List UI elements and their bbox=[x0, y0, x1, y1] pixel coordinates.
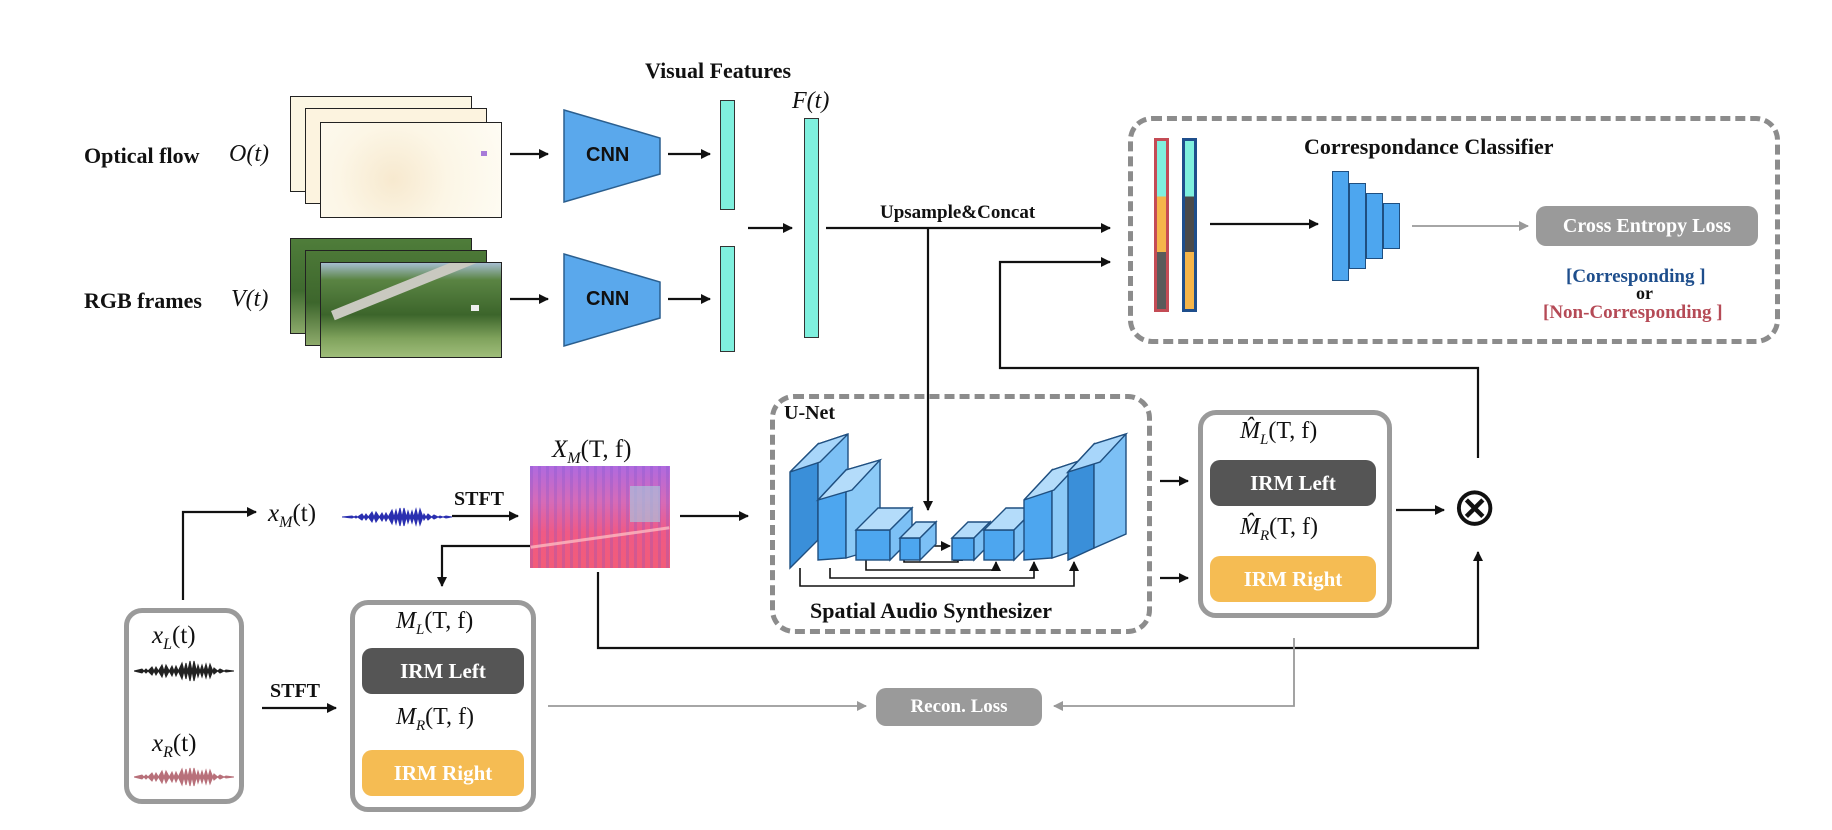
stft-bottom-label: STFT bbox=[270, 680, 321, 702]
non-corresponding-label: [Non-Corresponding ] bbox=[1543, 302, 1723, 323]
mono-spectrogram bbox=[530, 466, 670, 568]
optical-flow-symbol: O(t) bbox=[229, 141, 269, 167]
rgb-frames-label: RGB frames bbox=[84, 288, 202, 313]
cross-entropy-loss-pill: Cross Entropy Loss bbox=[1536, 206, 1758, 246]
binaural-input-box bbox=[124, 608, 244, 804]
arrow-spec-to-multiply bbox=[596, 551, 1483, 650]
unet-skip-1 bbox=[799, 561, 1079, 587]
unet-label: U-Net bbox=[784, 402, 836, 424]
left-waveform bbox=[134, 660, 234, 682]
cnn-flow-label: CNN bbox=[586, 144, 630, 166]
classifier-conv-4 bbox=[1383, 203, 1400, 249]
unet-box bbox=[770, 394, 1152, 634]
pred-right-mask-symbol: M̂R(T, f) bbox=[1240, 514, 1319, 544]
classifier-conv-1 bbox=[1332, 171, 1349, 281]
unet-decoder-4 bbox=[1065, 432, 1129, 562]
cnn-flow-block bbox=[563, 109, 661, 203]
right-waveform bbox=[134, 767, 234, 787]
cnn-rgb-label: CNN bbox=[586, 288, 630, 310]
unet-encoder-4 bbox=[898, 520, 938, 562]
classifier-conv-3 bbox=[1366, 193, 1383, 259]
rgb-frame-front bbox=[320, 262, 502, 358]
fused-feature-symbol: F(t) bbox=[792, 88, 830, 114]
corresponding-label: [Corresponding ] bbox=[1566, 266, 1706, 287]
right-signal-symbol: xR(t) bbox=[152, 730, 197, 761]
gt-irm-left-pill: IRM Left bbox=[362, 648, 524, 694]
classifier-title: Correspondance Classifier bbox=[1304, 134, 1554, 159]
pred-left-mask-symbol: M̂L(T, f) bbox=[1240, 418, 1318, 448]
arrow-spec-to-gt bbox=[437, 544, 530, 587]
or-label: or bbox=[1636, 283, 1653, 303]
cnn-rgb-block bbox=[563, 253, 661, 347]
upsample-concat-label: Upsample&Concat bbox=[880, 202, 1036, 223]
optical-flow-frame-front bbox=[320, 122, 502, 218]
mono-signal-symbol: xM(t) bbox=[268, 500, 317, 531]
recon-loss-pill: Recon. Loss bbox=[876, 688, 1042, 726]
unet-caption: Spatial Audio Synthesizer bbox=[810, 598, 1053, 623]
pred-irm-left-pill: IRM Left bbox=[1210, 460, 1376, 506]
mono-waveform bbox=[342, 507, 452, 527]
optical-flow-label: Optical flow bbox=[84, 143, 200, 168]
left-signal-symbol: xL(t) bbox=[152, 622, 196, 653]
concat-bar-positive bbox=[1154, 138, 1169, 312]
arrow-feedback-to-classifier bbox=[998, 257, 1480, 458]
visual-features-title: Visual Features bbox=[645, 58, 792, 83]
gt-irm-right-pill: IRM Right bbox=[362, 750, 524, 796]
spectrogram-symbol: XM(T, f) bbox=[552, 436, 632, 467]
unet-skip-3 bbox=[865, 560, 1001, 571]
pred-irm-right-pill: IRM Right bbox=[1210, 556, 1376, 602]
classifier-conv-2 bbox=[1349, 183, 1366, 269]
flow-feature-bar bbox=[720, 100, 735, 210]
classifier-box bbox=[1128, 116, 1780, 344]
gt-right-mask-symbol: MR(T, f) bbox=[396, 704, 475, 734]
ground-truth-masks-box bbox=[350, 600, 536, 812]
rgb-frames-symbol: V(t) bbox=[231, 286, 269, 312]
unet-skip-2 bbox=[829, 561, 1039, 579]
multiply-node: ⊗ bbox=[1452, 475, 1498, 538]
predicted-masks-box bbox=[1198, 410, 1392, 618]
gt-left-mask-symbol: ML(T, f) bbox=[396, 608, 474, 638]
fused-feature-bar bbox=[804, 118, 819, 338]
stft-top-label: STFT bbox=[454, 488, 505, 510]
rgb-feature-bar bbox=[720, 246, 735, 352]
concat-bar-negative bbox=[1182, 138, 1197, 312]
arrow-split-to-mono bbox=[181, 507, 257, 600]
arrow-pred-to-recon bbox=[1053, 638, 1295, 711]
